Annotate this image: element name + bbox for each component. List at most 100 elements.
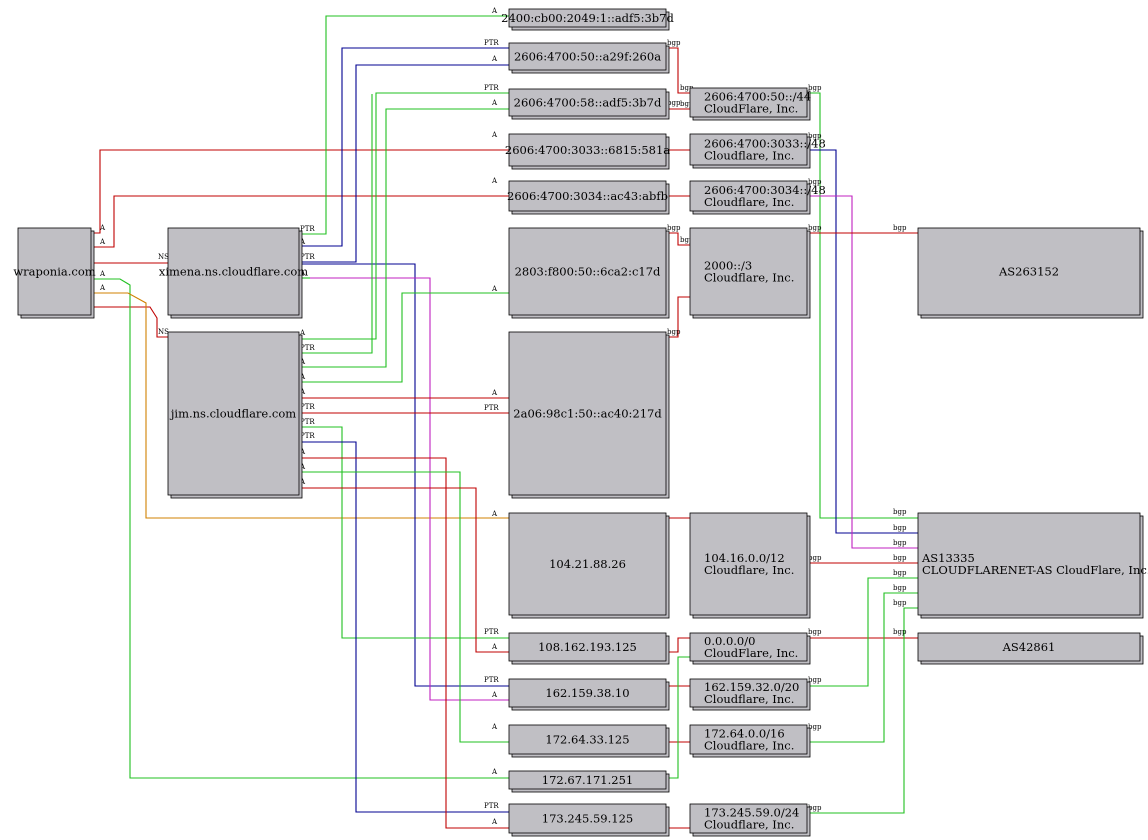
edge-label-a: A [299,463,306,471]
node-ximena[interactable]: ximena.ns.cloudflare.com [159,227,308,319]
node-label: 2606:4700:58::adf5:3b7d [514,96,662,110]
edge-label-a: A [299,373,306,381]
edge-label-a: A [491,131,498,139]
node-label: 2606:4700:3033::6815:581a [505,143,670,157]
edge-label-a: A [491,7,498,15]
node-label: CloudFlare, Inc. [704,102,798,116]
node-label: Cloudflare, Inc. [704,149,794,163]
node-label: 2a06:98c1:50::ac40:217d [513,407,662,421]
edge-label-a: A [99,238,106,246]
edge-green [299,292,509,383]
edge-red [91,149,509,234]
edge-label-bgp: bgp [893,508,907,516]
edge-red [666,296,690,338]
node-box [508,42,667,71]
edge-label-bgp: bgp [808,628,822,636]
node-label: 2400:cb00:2049:1::adf5:3b7d [501,11,674,25]
edge-red [666,637,690,653]
node-label: 2000::/3 [704,259,752,273]
node-ip162[interactable]: 162.159.38.10 [508,678,670,711]
node-label: 104.16.0.0/12 [704,551,785,565]
edge-red [299,457,509,829]
node-ip17267[interactable]: 172.67.171.251 [508,770,670,793]
node-label: AS42861 [1002,640,1056,654]
edge-label-bgp: bgp [808,132,822,140]
node-ip17264[interactable]: 172.64.33.125 [508,724,670,758]
edge-label-bgp: bgp [667,99,681,107]
node-label: 173.245.59.0/24 [704,806,799,820]
node-wraponia[interactable]: wraponia.com [13,227,96,319]
edge-label-ptr: PTR [484,84,499,92]
edge-label-ptr: PTR [484,39,499,47]
node-label: 104.21.88.26 [549,557,626,571]
edge-label-a: A [99,224,106,232]
node-box [167,227,300,316]
edge-red [666,47,690,94]
node-label: Cloudflare, Inc. [704,818,794,832]
edge-label-bgp: bgp [893,224,907,232]
edge-red [299,487,509,653]
node-label: CloudFlare, Inc. [704,646,798,660]
edge-magenta [299,277,509,701]
nodes-layer: wraponia.com ximena.ns.cloudflare.com jim.… [13,8,1148,837]
edge-label-a: A [491,691,498,699]
node-ip2606a29f[interactable]: 2606:4700:50::a29f:260a [508,42,670,74]
edge-green [299,426,509,639]
node-box [508,803,667,834]
node-label: 2606:4700:50::/44 [704,90,811,104]
edge-label-bgp: bgp [808,554,822,562]
node-ip2606_ac43[interactable]: 2606:4700:3034::ac43:abfb [507,180,670,215]
edge-label-ns: NS [158,328,169,336]
node-label: 2606:4700:3034::ac43:abfb [507,189,668,203]
node-ip173[interactable]: 173.245.59.125 [508,803,670,837]
edge-label-ptr: PTR [300,418,315,426]
node-label: Cloudflare, Inc. [704,692,794,706]
node-jim[interactable]: jim.ns.cloudflare.com [167,331,303,499]
node-ip2a06[interactable]: 2a06:98c1:50::ac40:217d [508,331,670,499]
edge-label-a: A [491,389,498,397]
node-ip108[interactable]: 108.162.193.125 [508,632,670,665]
node-box [917,227,1141,316]
edge-label-bgp: bgp [808,178,822,186]
node-box [689,133,808,166]
node-box [17,227,92,316]
node-label: 173.245.59.125 [542,812,633,826]
node-ip2400[interactable]: 2400:cb00:2049:1::adf5:3b7d [501,8,674,31]
node-ip104[interactable]: 104.21.88.26 [508,512,670,619]
node-label: 2803:f800:50::6ca2:c17d [515,265,661,279]
edge-label-bgp: bgp [808,676,822,684]
node-ip2606_6815[interactable]: 2606:4700:3033::6815:581a [505,133,670,170]
edge-label-ptr: PTR [484,676,499,684]
edge-label-bgp: bgp [808,804,822,812]
edge-green [299,94,373,354]
edge-label-a: A [491,643,498,651]
node-as263152[interactable]: AS263152 [917,227,1144,319]
edge-label-ptr: PTR [300,344,315,352]
node-label: 2606:4700:50::a29f:260a [514,50,661,64]
node-label: 172.64.0.0/16 [704,727,785,741]
node-box [689,512,808,616]
node-ip2606adf5[interactable]: 2606:4700:58::adf5:3b7d [508,88,670,120]
edge-label-ptr: PTR [300,225,315,233]
edge-orange [91,292,509,519]
node-as42861[interactable]: AS42861 [917,632,1144,665]
edge-label-bgp: bgp [808,84,822,92]
edge-blue [299,47,509,247]
edge-blue [299,64,509,263]
node-box [689,678,808,708]
node-box [689,724,808,755]
edge-red [91,195,509,248]
node-label: 162.159.32.0/20 [704,680,799,694]
node-ip2803[interactable]: 2803:f800:50::6ca2:c17d [508,227,670,319]
node-label: Cloudflare, Inc. [704,271,794,285]
